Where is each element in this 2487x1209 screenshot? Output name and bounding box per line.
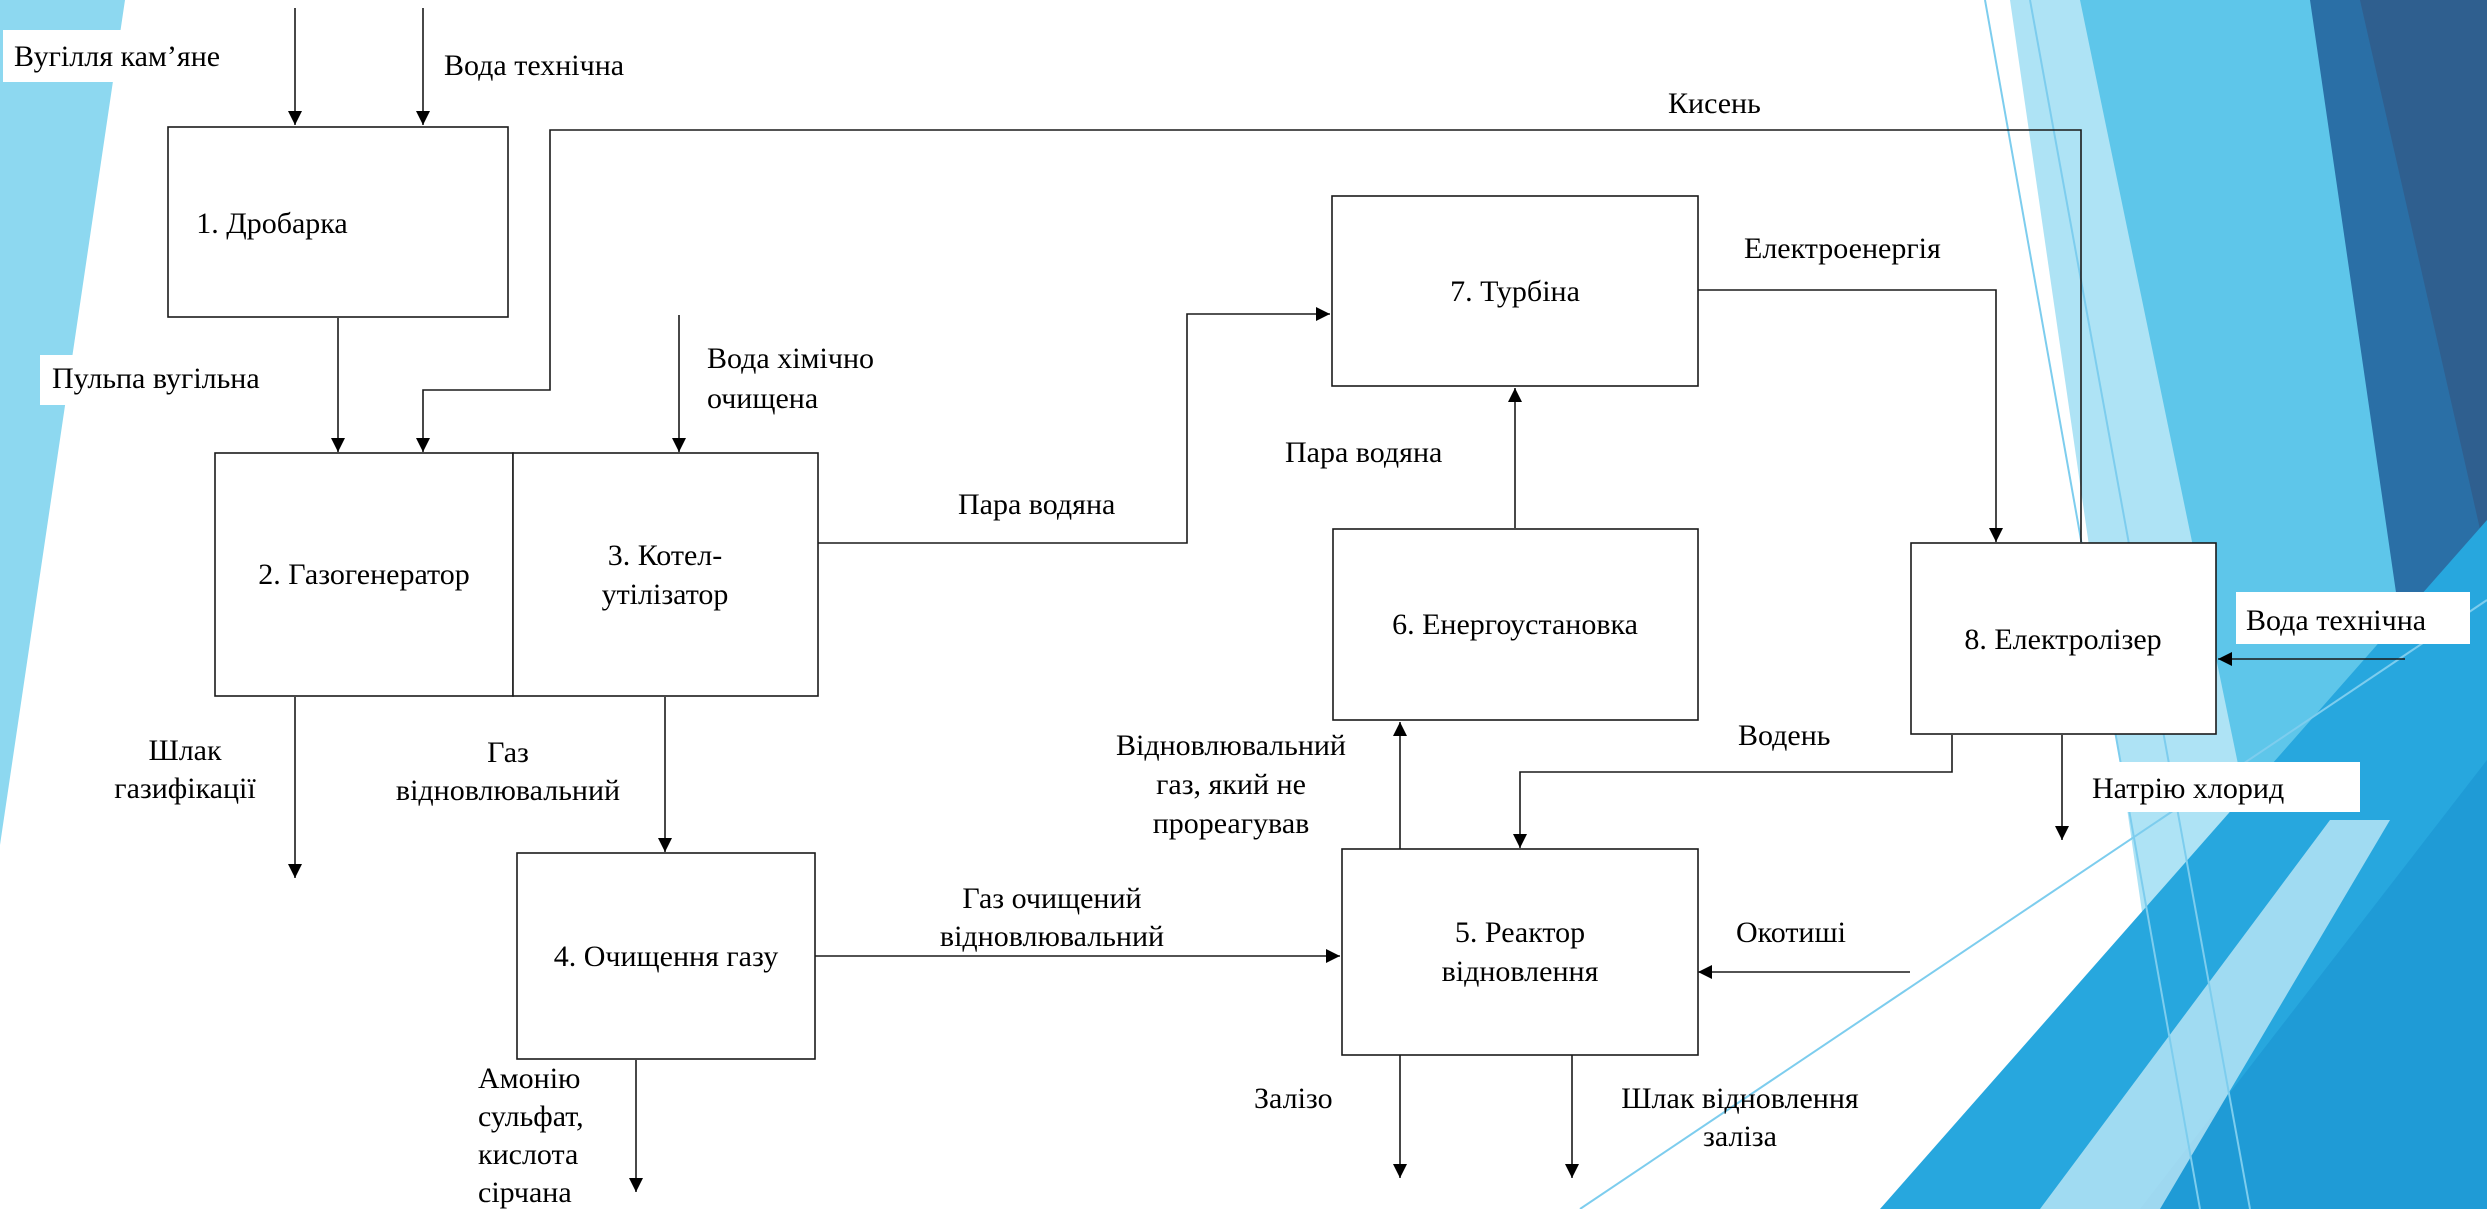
right-decor-deep [2360,0,2487,560]
oxygen-arrow [416,129,2082,542]
flow-labels: Вугілля кам’яне Вода технічна Кисень Еле… [3,30,2470,1209]
label-water-chem-line-1: Вода хімічно [707,342,874,375]
label-slag-gas-line-2: газифікації [114,772,256,805]
block-power-unit: 6. Енергоустановка [1332,528,1699,721]
label-unreacted-gas-line-2: газ, який не [1156,768,1306,801]
label-electricity: Електроенергія [1744,232,1941,265]
hydrogen-arrow [1513,735,1953,848]
label-unreacted-gas-line-3: прореагував [1153,807,1310,840]
block-electrolyzer: 8. Електролізер [1910,542,2217,735]
label-slag-iron-line-2: заліза [1703,1120,1777,1153]
label-iron: Залізо [1254,1082,1333,1115]
block-electrolyzer-label: 8. Електролізер [1964,623,2161,656]
label-hydrogen: Водень [1738,719,1830,752]
label-reducing-gas-line-1: Газ [487,736,529,769]
label-coal: Вугілля кам’яне [14,40,220,73]
block-boiler: 3. Котел- утілізатор [512,452,819,697]
label-ammonium-line-2: сульфат, [478,1100,584,1133]
electricity-arrow [1698,289,2003,542]
block-turbine-label: 7. Турбіна [1450,275,1580,308]
block-reactor-label-line-1: 5. Реактор [1455,916,1585,949]
block-gasifier: 2. Газогенератор [214,452,514,697]
block-power-unit-label: 6. Енергоустановка [1392,608,1638,641]
label-oxygen: Кисень [1668,87,1761,120]
block-boiler-label-line-2: утілізатор [602,578,729,611]
label-slag-iron-line-1: Шлак відновлення [1621,1082,1859,1115]
label-reducing-gas-line-2: відновлювальний [396,774,620,807]
label-ammonium-line-4: сірчана [478,1176,572,1209]
block-turbine: 7. Турбіна [1331,195,1699,387]
block-crusher: 1. Дробарка [167,126,509,318]
label-slag-gas-line-1: Шлак [148,734,222,767]
process-blocks: 1. Дробарка 2. Газогенератор 3. Котел- у… [167,126,2217,1060]
block-crusher-label: 1. Дробарка [196,207,347,240]
steam-boiler-arrow [818,307,1330,544]
block-gas-cleaning: 4. Очищення газу [516,852,816,1060]
block-reactor: 5. Реактор відновлення [1341,848,1699,1056]
label-clean-gas-line-2: відновлювальний [940,920,1164,953]
right-decor-line-3 [1579,599,2487,1209]
label-sodium-chloride: Натрію хлорид [2092,772,2284,805]
label-water-chem-line-2: очищена [707,382,818,415]
left-decor-shape [0,0,125,845]
label-water-tech-right: Вода технічна [2246,604,2426,637]
label-coal-pulp: Пульпа вугільна [52,362,260,395]
label-clean-gas-line-1: Газ очищений [962,882,1141,915]
label-ammonium-line-3: кислота [478,1138,578,1171]
label-pellets: Окотиші [1736,916,1846,949]
block-boiler-label-line-1: 3. Котел- [608,539,723,572]
label-ammonium-line-1: Амонію [478,1062,580,1095]
label-steam-power: Пара водяна [1285,436,1442,469]
label-water-tech-top: Вода технічна [444,49,624,82]
connectors [288,8,2405,1192]
block-gas-cleaning-label: 4. Очищення газу [554,940,778,973]
block-reactor-label-line-2: відновлення [1442,955,1599,988]
label-unreacted-gas-line-1: Відновлювальний [1116,729,1346,762]
right-decor-soft [2140,760,2487,1209]
label-steam-boiler: Пара водяна [958,488,1115,521]
block-gasifier-label: 2. Газогенератор [258,558,469,591]
